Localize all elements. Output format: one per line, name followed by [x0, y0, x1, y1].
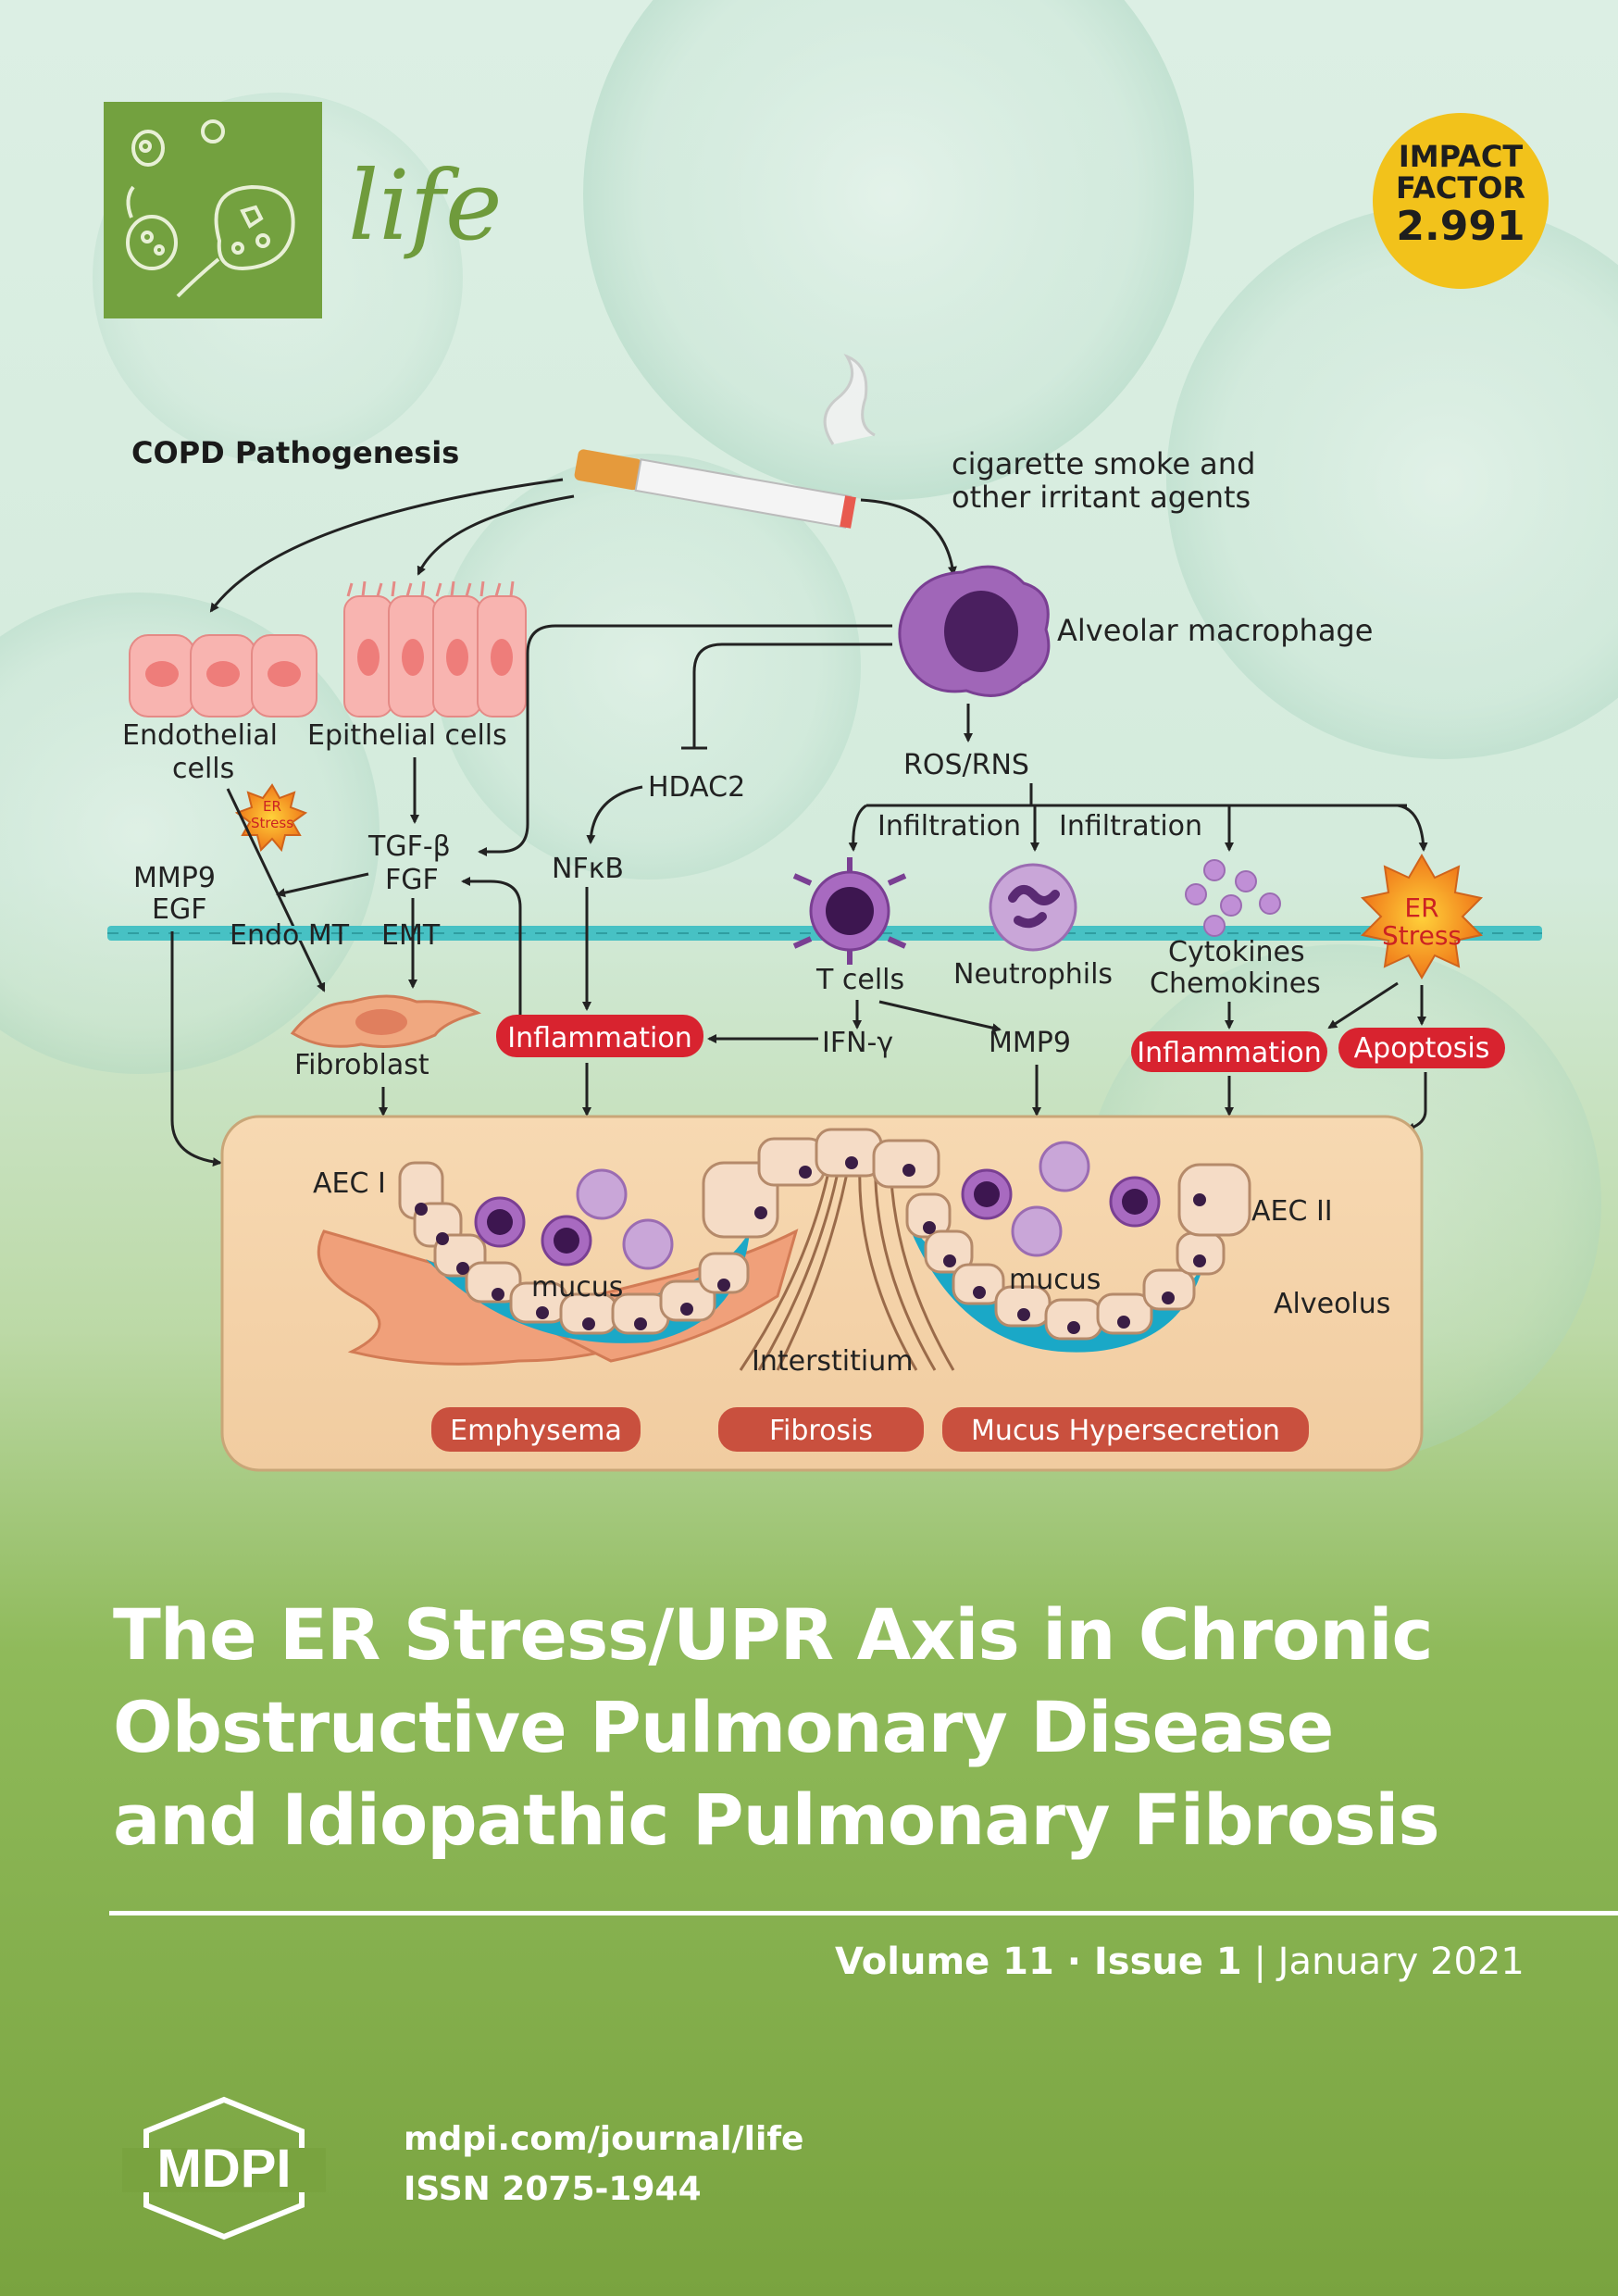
endothelial-label-2: cells: [172, 753, 234, 785]
aec1-label: AEC I: [313, 1167, 386, 1200]
egf-label: EGF: [152, 893, 206, 926]
alveolus-label: Alveolus: [1274, 1288, 1390, 1320]
ifn-label: IFN-γ: [822, 1027, 893, 1059]
mucus-right-label: mucus: [1009, 1264, 1101, 1296]
infiltration-label-1: Infiltration: [877, 810, 1021, 842]
svg-text:Inflammation: Inflammation: [507, 1022, 691, 1054]
journal-name: life: [348, 149, 503, 262]
epithelial-label: Epithelial cells: [307, 719, 507, 752]
impact-value: 2.991: [1396, 203, 1525, 250]
alveolar-macrophage-icon: [898, 565, 1051, 697]
fibroblast-icon: [290, 994, 481, 1048]
cytokines-icon: [1185, 859, 1281, 937]
mdpi-logo: MDPI: [122, 2096, 326, 2240]
journal-url[interactable]: mdpi.com/journal/life: [404, 2120, 804, 2158]
infiltration-label-2: Infiltration: [1059, 810, 1202, 842]
aec2-label: AEC II: [1251, 1195, 1333, 1228]
inflammation-right-badge: Inflammation: [1131, 1031, 1327, 1072]
mucus-left-label: mucus: [531, 1271, 623, 1304]
emt-label: EMT: [381, 919, 441, 952]
svg-text:Apoptosis: Apoptosis: [1354, 1032, 1490, 1065]
svg-text:Emphysema: Emphysema: [450, 1415, 622, 1447]
ros-label: ROS/RNS: [903, 749, 1029, 781]
copd-pathogenesis-diagram: COPD Pathogenesis cigarette smoke and ot…: [107, 353, 1542, 1472]
hdac2-label: HDAC2: [648, 771, 745, 804]
er-small-label-1: ER: [263, 798, 281, 815]
divider: [109, 1911, 1618, 1915]
alveolus-box: [220, 1115, 1424, 1472]
apoptosis-badge: Apoptosis: [1338, 1028, 1505, 1068]
er-big-label-1: ER: [1404, 892, 1438, 923]
epithelial-cells: [343, 580, 527, 718]
mmp9-mid-label: MMP9: [989, 1027, 1071, 1059]
endo-mt-label: Endo MT: [230, 919, 350, 952]
macrophage-label: Alveolar macrophage: [1057, 613, 1373, 648]
nfkb-label: NFκB: [552, 853, 624, 885]
svg-text:Inflammation: Inflammation: [1137, 1037, 1321, 1069]
issue-date: January 2021: [1277, 1940, 1525, 1983]
svg-text:Mucus Hypersecretion: Mucus Hypersecretion: [971, 1415, 1280, 1447]
title-line-1: The ER Stress/UPR Axis in Chronic: [113, 1593, 1434, 1676]
microbe-icon: [126, 119, 295, 298]
issn: ISSN 2075-1944: [404, 2170, 702, 2208]
er-small-label-2: Stress: [251, 815, 293, 831]
diagram-heading: COPD Pathogenesis: [131, 435, 459, 470]
tcells-label: T cells: [815, 964, 904, 996]
fibroblast-label: Fibroblast: [294, 1049, 429, 1081]
impact-label: IMPACT: [1398, 139, 1524, 174]
journal-logo: [104, 102, 322, 318]
neutrophil-icon: [989, 863, 1077, 952]
t-cell-icon: [792, 857, 907, 965]
mmp9-left-label: MMP9: [133, 862, 216, 894]
volume-issue: Volume 11 · Issue 1: [835, 1940, 1242, 1983]
smoke-label-2: other irritant agents: [952, 480, 1251, 515]
factor-label: FACTOR: [1395, 170, 1526, 206]
title-line-3: and Idiopathic Pulmonary Fibrosis: [113, 1778, 1440, 1861]
separator: |: [1241, 1940, 1278, 1983]
endothelial-cells: [129, 634, 317, 718]
tgf-label: TGF-β: [367, 830, 451, 863]
interstitium-label: Interstitium: [752, 1345, 913, 1378]
endothelial-label-1: Endothelial: [122, 719, 278, 752]
cover-title: The ER Stress/UPR Axis in Chronic Obstru…: [113, 1589, 1557, 1866]
publisher-name: MDPI: [157, 2139, 292, 2199]
inflammation-left-badge: Inflammation: [496, 1015, 703, 1057]
svg-text:Fibrosis: Fibrosis: [769, 1415, 873, 1447]
er-big-label-2: Stress: [1382, 920, 1462, 951]
smoke-label-1: cigarette smoke and: [952, 446, 1255, 481]
title-line-2: Obstructive Pulmonary Disease: [113, 1686, 1334, 1768]
emphysema-badge: Emphysema: [431, 1407, 641, 1452]
issue-info: Volume 11 · Issue 1 | January 2021: [835, 1940, 1525, 1983]
chemokines-label: Chemokines: [1150, 967, 1321, 1000]
er-stress-small-icon: ER Stress: [234, 783, 308, 853]
neutrophils-label: Neutrophils: [953, 958, 1113, 991]
fibrosis-badge: Fibrosis: [718, 1407, 924, 1452]
mucus-hypersecretion-badge: Mucus Hypersecretion: [942, 1407, 1309, 1452]
fgf-label: FGF: [385, 864, 439, 896]
cytokines-label: Cytokines: [1168, 936, 1305, 968]
impact-factor-badge: IMPACT FACTOR 2.991: [1373, 113, 1549, 289]
cigarette-icon: [574, 353, 876, 529]
er-stress-large-icon: ER Stress: [1360, 854, 1484, 980]
